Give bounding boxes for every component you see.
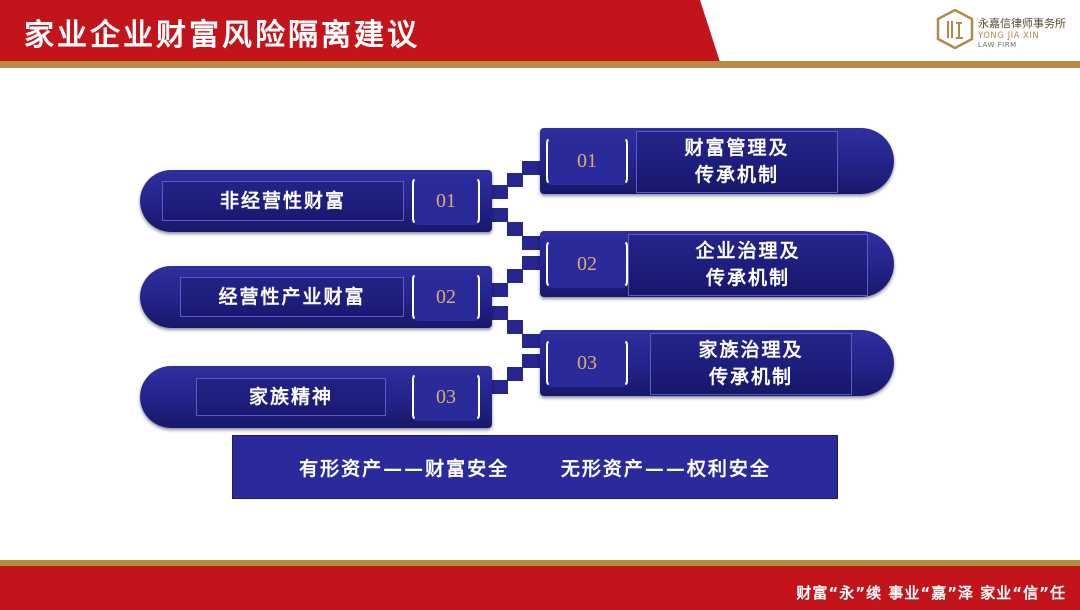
connector-step (522, 354, 540, 368)
right-item-label: 家族治理及 传承机制 (650, 333, 852, 395)
footer-bar: 财富“永”续 事业“嘉”泽 家业“信”任 (0, 566, 1080, 610)
right-item-label-line2: 传承机制 (705, 267, 790, 289)
firm-name-en: YONG JIA XIN (978, 31, 1040, 41)
right-item-label: 财富管理及 传承机制 (636, 131, 838, 193)
summary-intangible: 无形资产——权利安全 (560, 457, 771, 480)
connector-step (492, 306, 508, 320)
firm-sub-en: LAW FIRM (978, 41, 1017, 49)
left-item-label: 非经营性财富 (162, 181, 404, 221)
header-bar (0, 0, 1080, 62)
footer-slogan: 财富“永”续 事业“嘉”泽 家业“信”任 (796, 584, 1066, 602)
right-item-label-line2: 传承机制 (708, 366, 793, 388)
right-item-label: 企业治理及 传承机制 (628, 234, 868, 296)
firm-logo-icon (936, 9, 974, 49)
right-item-family-governance: 03 家族治理及 传承机制 (540, 330, 894, 396)
summary-bar: 有形资产——财富安全 无形资产——权利安全 (232, 435, 838, 499)
right-item-label-line1: 企业治理及 (695, 240, 801, 262)
connector-step (507, 222, 523, 236)
left-item-number: 01 (412, 177, 480, 225)
right-item-label-line1: 财富管理及 (684, 137, 790, 159)
left-item-label: 家族精神 (196, 378, 386, 416)
connector-step (522, 236, 540, 250)
firm-name-cn: 永嘉信律师事务所 (978, 17, 1066, 30)
summary-tangible: 有形资产——财富安全 (299, 457, 510, 480)
connector-step (492, 208, 508, 222)
right-item-number: 03 (546, 339, 628, 387)
connector-step (507, 269, 523, 283)
left-item-family-spirit: 家族精神 03 (140, 366, 492, 428)
right-item-corporate-governance: 02 企业治理及 传承机制 (540, 231, 894, 297)
footer-divider (0, 560, 1080, 566)
firm-logo: 永嘉信律师事务所 YONG JIA XIN LAW FIRM (936, 9, 1076, 53)
connector-step (522, 256, 540, 270)
right-item-label-line2: 传承机制 (694, 164, 779, 186)
summary-spacer (509, 456, 561, 478)
connector-step (507, 367, 523, 381)
connector-step (522, 334, 540, 348)
left-item-number: 02 (412, 273, 480, 321)
right-item-number: 02 (546, 240, 628, 288)
connector-step (522, 161, 540, 175)
left-item-non-operating-wealth: 非经营性财富 01 (140, 170, 492, 232)
left-item-operating-wealth: 经营性产业财富 02 (140, 266, 492, 328)
connector-step (507, 320, 523, 334)
connector-step (492, 185, 508, 199)
connector-step (492, 283, 508, 297)
header-red-band (0, 0, 720, 62)
right-item-number: 01 (546, 137, 628, 185)
connector-step (492, 380, 508, 394)
connector-step (507, 173, 523, 187)
header-divider (0, 61, 1080, 68)
right-item-label-line1: 家族治理及 (698, 339, 804, 361)
right-item-wealth-management: 01 财富管理及 传承机制 (540, 128, 894, 194)
left-item-number: 03 (412, 373, 480, 421)
page-title: 家业企业财富风险隔离建议 (24, 18, 420, 53)
left-item-label: 经营性产业财富 (180, 277, 404, 317)
